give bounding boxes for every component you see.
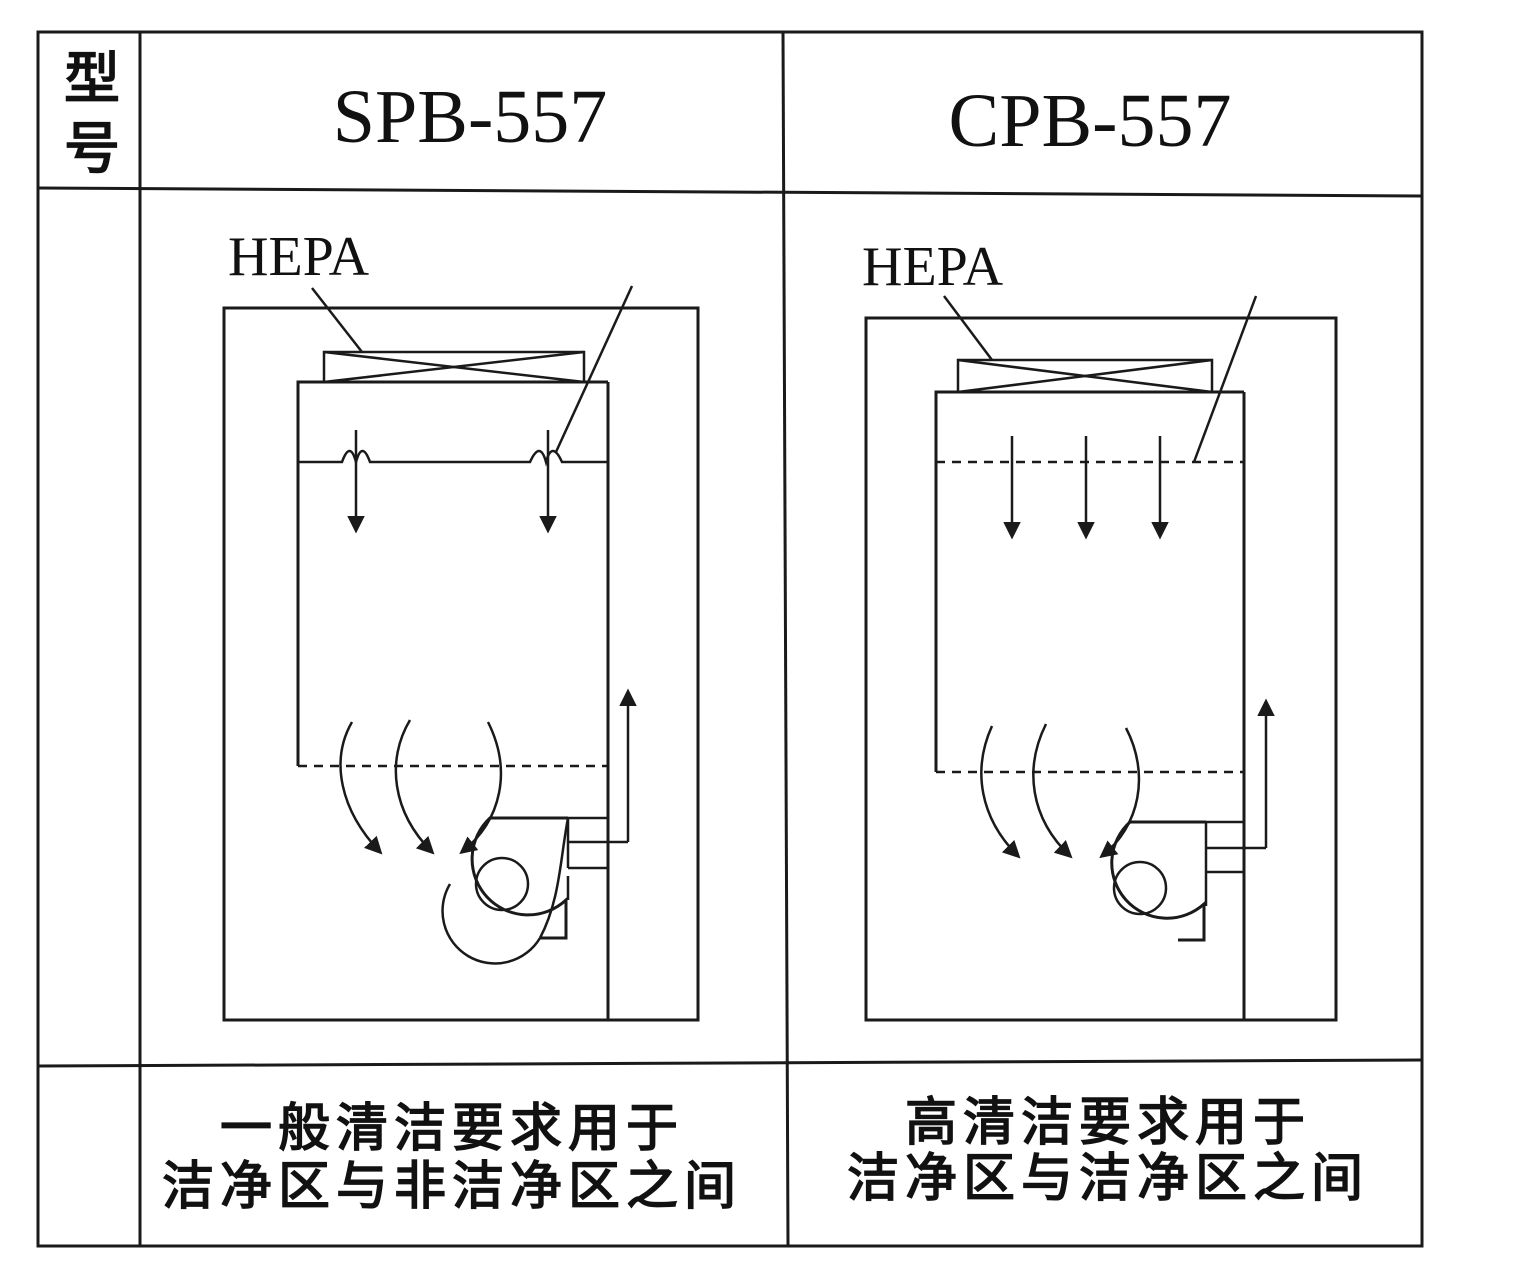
description-2-line-2: 洁净区与洁净区之间 [847, 1149, 1369, 1209]
blower-1 [470, 816, 568, 940]
header-label-char-2: 号 [64, 117, 120, 182]
hepa-label-1: HEPA [228, 226, 370, 288]
hepa-label-2: HEPA [862, 236, 1004, 298]
blower-2 [1110, 820, 1206, 942]
diagram-cpb-557: HEPA [862, 236, 1338, 1022]
model-name-2: CPB-557 [949, 79, 1232, 163]
description-1-line-2: 洁净区与非洁净区之间 [162, 1157, 742, 1217]
description-2-line-1: 高清洁要求用于 [905, 1093, 1311, 1153]
header-label-char-1: 型 [64, 47, 120, 112]
diagram-spb-557: HEPA [222, 226, 700, 1022]
model-name-1: SPB-557 [333, 75, 608, 159]
table-grid [36, 30, 1424, 1248]
description-1-line-1: 一般清洁要求用于 [220, 1099, 684, 1159]
